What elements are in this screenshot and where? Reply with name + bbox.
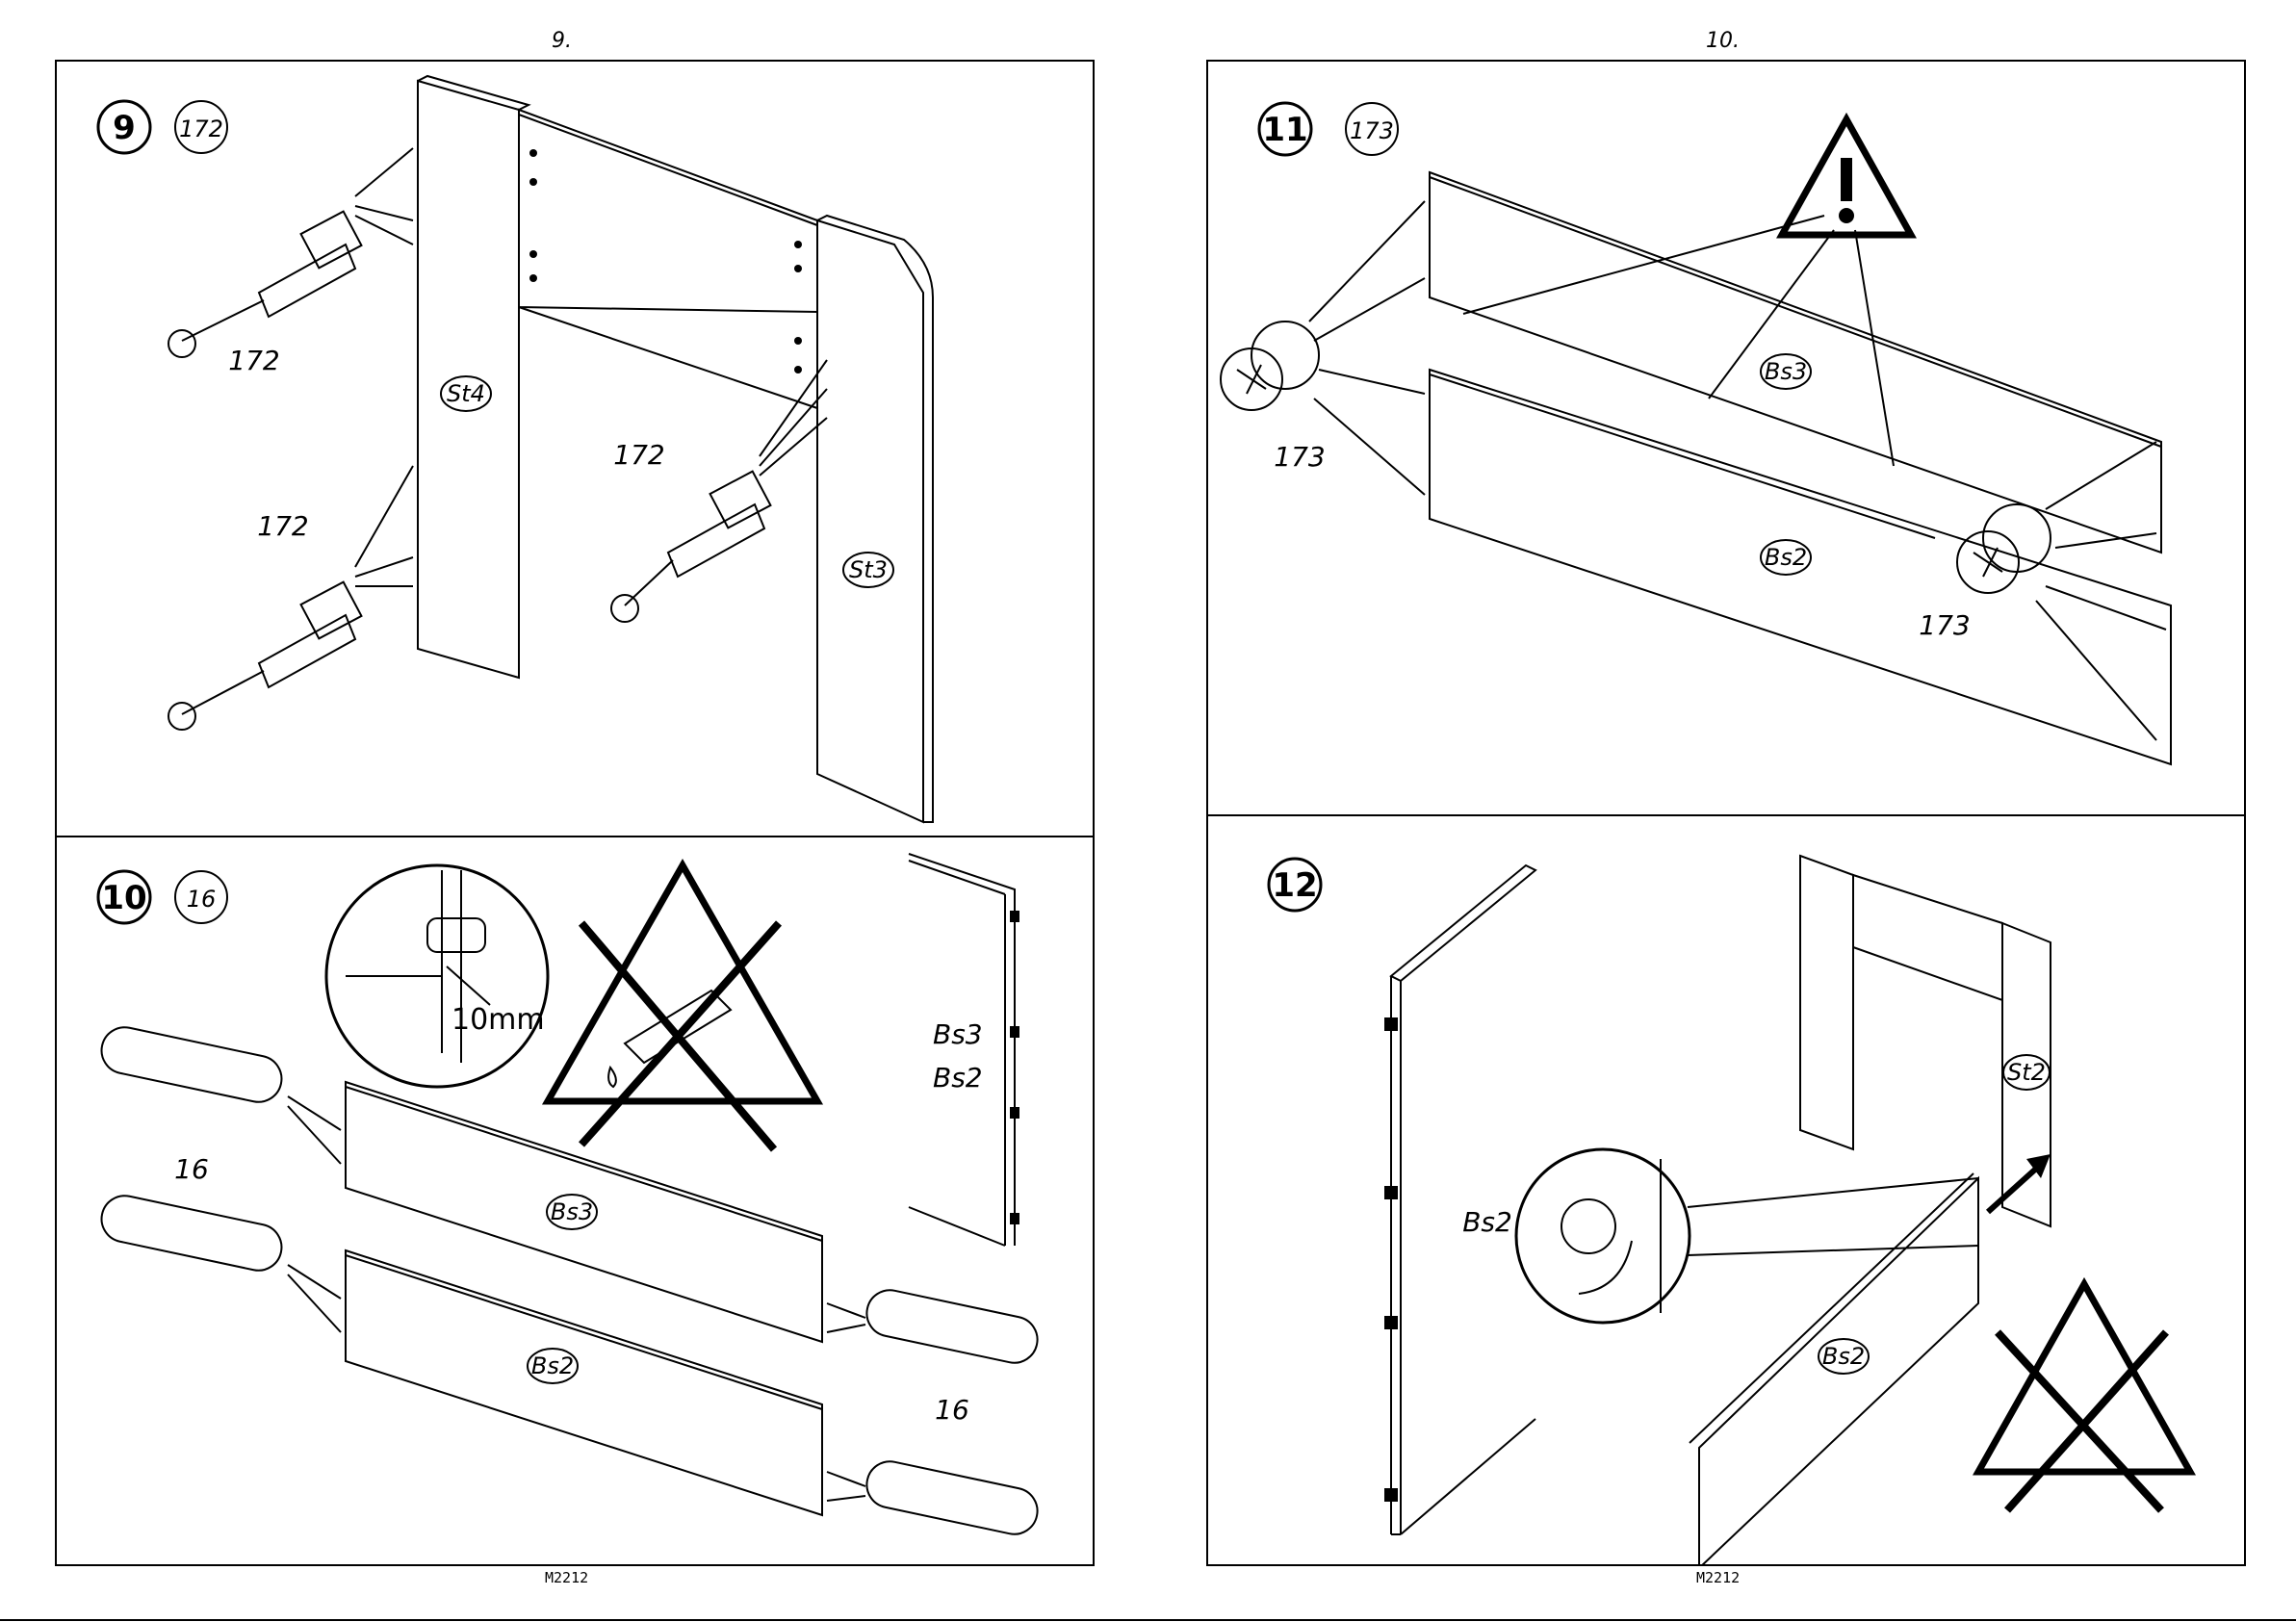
label-16-left: 16 [174, 1153, 209, 1185]
dowel-depth-detail [326, 865, 548, 1087]
rail-bs2-end-view [1391, 865, 1535, 1534]
left-sheet: 9 172 St4 St3 [55, 60, 1095, 1566]
footer-right: M2212 [1696, 1569, 1740, 1586]
cam-lock-right [1957, 442, 2166, 740]
label-172-middle: 172 [613, 439, 664, 471]
dowel-depth-label: 10mm [451, 1003, 545, 1037]
panel-label-st4: St4 [447, 380, 485, 407]
cam-bolt-top [168, 148, 413, 357]
no-glue-warning-step12 [1978, 1284, 2190, 1510]
step-12-number: 12 [1272, 866, 1317, 905]
side-label-bs3: Bs3 [933, 1018, 983, 1050]
rails-drawing [1430, 172, 2171, 764]
panel-label-bs2-step12: Bs2 [1822, 1343, 1865, 1370]
bottom-rule [0, 1619, 2296, 1621]
cam-tighten-detail [1516, 1149, 1978, 1323]
frame-holes [529, 149, 802, 373]
step-11-qty: 173 [1350, 117, 1394, 144]
label-172-top: 172 [228, 345, 279, 376]
step-9-number: 9 [113, 109, 136, 147]
cam-bolt-bottom [168, 466, 413, 730]
cam-bolt-middle [611, 360, 827, 622]
step-9-and-10-drawing: 9 172 St4 St3 [57, 62, 1093, 1564]
bed-frame-drawing [418, 76, 933, 822]
right-sheet: 11 173 Bs3 Bs2 [1206, 60, 2246, 1566]
caution-warning [1463, 119, 1911, 466]
panel-label-bs2-step12-left: Bs2 [1462, 1206, 1512, 1238]
label-173-right: 173 [1919, 609, 1970, 641]
no-glue-warning [548, 865, 817, 1149]
panel-label-st3: St3 [849, 556, 888, 583]
page-number-left: 9. [552, 29, 572, 53]
boards-drawing [346, 1082, 822, 1515]
footer-left: M2212 [545, 1569, 588, 1586]
step-10-number: 10 [101, 879, 146, 917]
frame-st2-drawing [1800, 856, 2051, 1226]
label-172-bottom: 172 [257, 510, 308, 542]
direction-arrow [1988, 1154, 2051, 1212]
step-11-number: 11 [1262, 111, 1307, 149]
panel-label-bs3-step11: Bs3 [1765, 358, 1807, 385]
step-11-and-12-drawing: 11 173 Bs3 Bs2 [1208, 62, 2244, 1564]
panel-label-bs3: Bs3 [551, 1198, 593, 1225]
side-label-bs2: Bs2 [933, 1062, 983, 1094]
step-9-qty: 172 [179, 116, 223, 142]
step-10-qty: 16 [187, 886, 217, 913]
panel-label-bs2: Bs2 [531, 1352, 574, 1379]
page-number-right: 10. [1706, 29, 1740, 53]
panel-label-bs2-step11: Bs2 [1765, 544, 1807, 571]
label-16-right: 16 [935, 1394, 969, 1426]
panel-label-st2: St2 [2007, 1059, 2046, 1086]
label-173-left: 173 [1274, 441, 1325, 473]
